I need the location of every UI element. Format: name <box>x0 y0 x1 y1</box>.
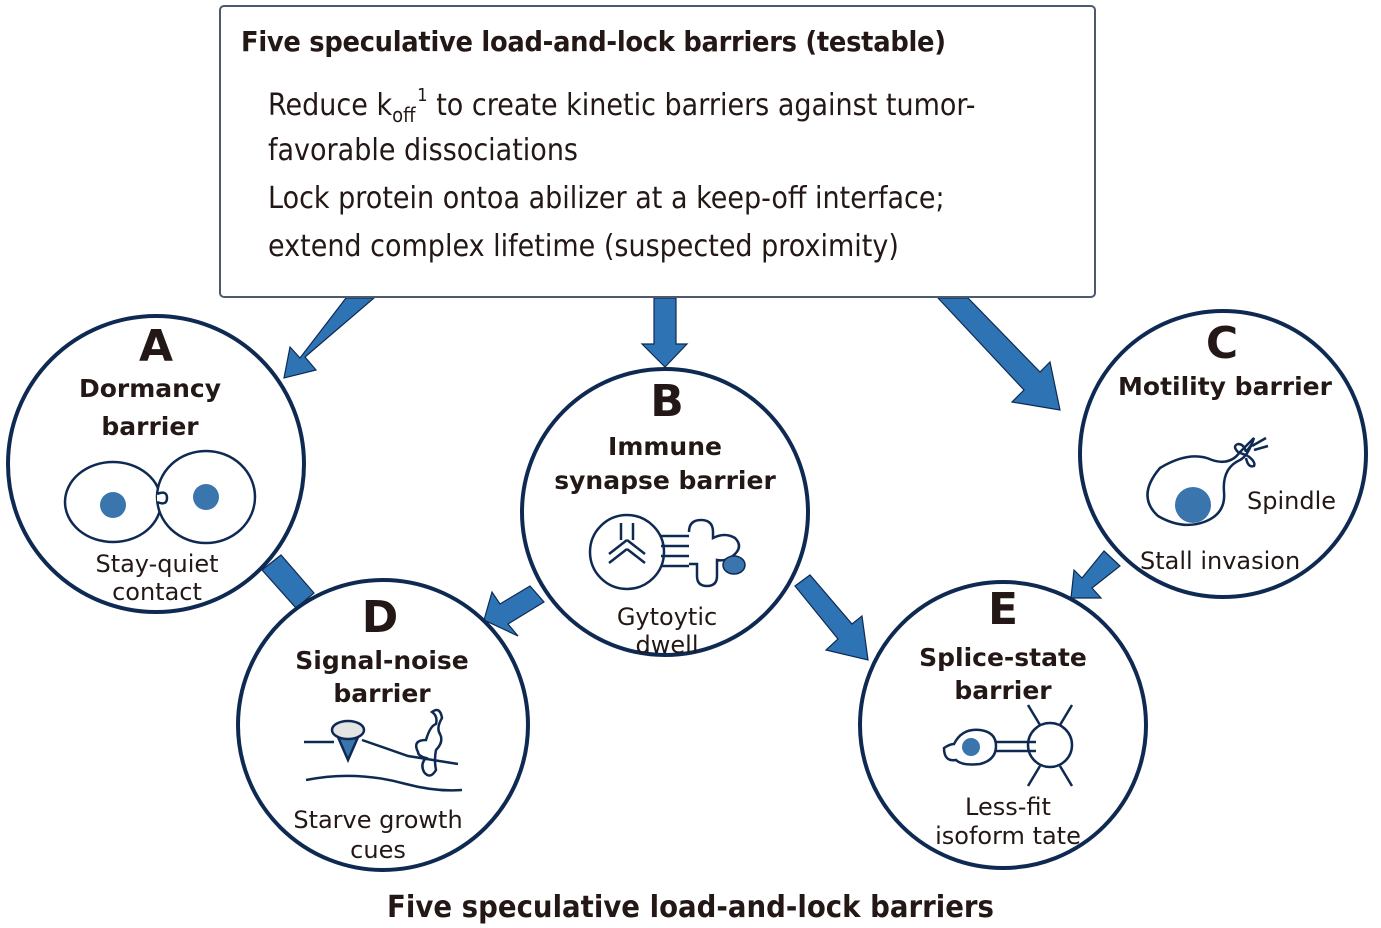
line1-post: to create kinetic barriers against tumor… <box>427 88 976 123</box>
arrow-b-to-e <box>794 574 869 661</box>
immune-synapse-icon <box>588 513 746 591</box>
barrier-a-title-2: barrier <box>101 412 199 441</box>
cell-contact-icon <box>63 449 257 545</box>
arrow-to-a <box>283 297 376 379</box>
barrier-e-caption-2: isoform tate <box>935 822 1081 850</box>
barrier-e-title-1: Splice-state <box>919 643 1087 672</box>
barrier-d-title-2: barrier <box>333 679 431 708</box>
barrier-a-letter: A <box>138 321 174 372</box>
hypothesis-box: Five speculative load-and-lock barriers … <box>219 5 1096 298</box>
barrier-circle-b <box>520 367 810 657</box>
receptor-signal-icon <box>304 708 463 792</box>
arrow-b-to-d <box>483 585 545 637</box>
koff-subscript: off <box>392 103 416 127</box>
barrier-c-title: Motility barrier <box>1118 372 1332 401</box>
barrier-c-caption-1: Spindle <box>1247 487 1337 515</box>
barrier-d-title-1: Signal-noise <box>295 646 469 675</box>
barrier-b-title-1: Immune <box>608 432 722 461</box>
barrier-d-caption-1: Starve growth <box>293 806 463 834</box>
barrier-e-title-2: barrier <box>954 676 1052 705</box>
barrier-b-caption-2: dwell <box>635 631 699 659</box>
hypothesis-line-3: Lock protein ontoa abilizer at a keep-of… <box>268 181 945 216</box>
line1-pre: Reduce k <box>268 88 393 123</box>
barrier-a-title-1: Dormancy <box>78 374 222 403</box>
figure-caption: Five speculative load-and-lock barriers <box>387 890 994 925</box>
barrier-c-letter: C <box>1205 318 1239 369</box>
splice-isoform-icon <box>942 704 1074 787</box>
barrier-b-title-2: synapse barrier <box>554 466 776 495</box>
barrier-b-caption-1: Gytoytic <box>616 603 718 631</box>
hypothesis-box-title: Five speculative load-and-lock barriers … <box>241 25 946 58</box>
hypothesis-line-2: favorable dissociations <box>268 133 579 168</box>
barrier-circle-e <box>858 580 1148 870</box>
connector-a-to-d <box>261 554 315 609</box>
barrier-e-caption-1: Less-fit <box>965 793 1051 821</box>
barrier-a-caption-1: Stay-quiet <box>95 550 219 578</box>
arrow-c-to-e <box>1070 550 1121 599</box>
footnote-superscript: 1 <box>417 85 428 106</box>
barrier-b-letter: B <box>650 376 684 427</box>
barrier-d-caption-2: cues <box>350 836 406 864</box>
hypothesis-line-4: extend complex lifetime (suspected proxi… <box>268 229 899 264</box>
barrier-circle-d <box>236 578 530 872</box>
hypothesis-line-1: Reduce koff1 to create kinetic barriers … <box>268 85 976 127</box>
spindle-cell-icon <box>1146 436 1269 527</box>
barrier-c-caption-2: Stall invasion <box>1140 547 1301 575</box>
barrier-d-letter: D <box>361 592 399 643</box>
barrier-circle-c <box>1078 309 1368 599</box>
arrow-to-c <box>936 297 1061 411</box>
arrow-to-b <box>640 297 689 368</box>
barrier-a-caption-2: contact <box>112 578 202 606</box>
barrier-e-letter: E <box>987 584 1019 635</box>
